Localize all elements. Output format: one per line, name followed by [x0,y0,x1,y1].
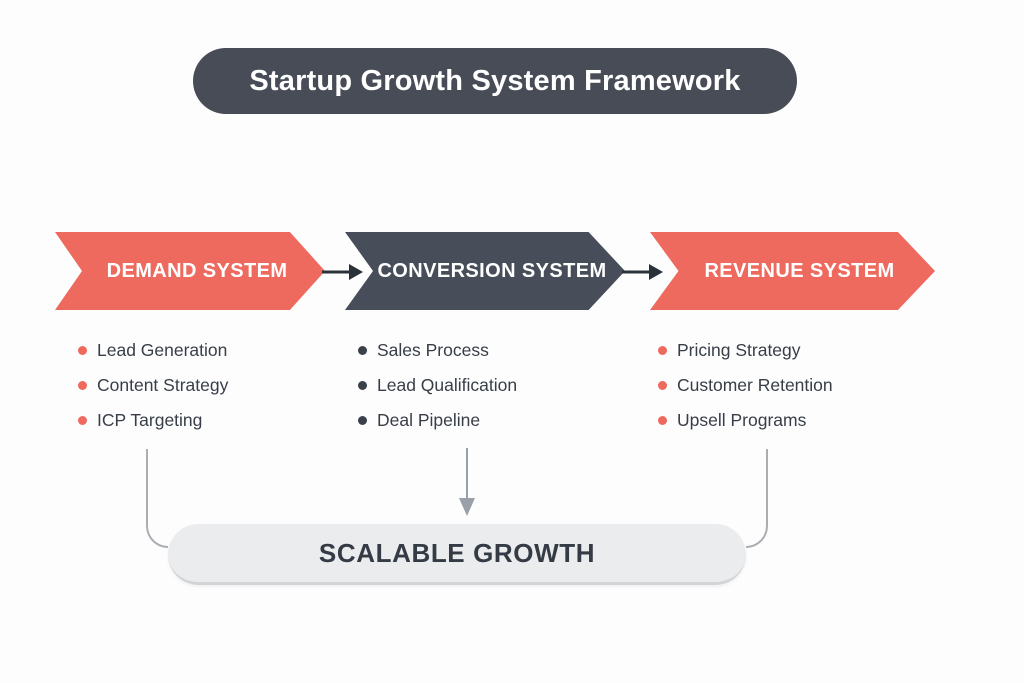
revenue-system-list: Pricing Strategy Customer Retention Upse… [658,338,908,443]
list-item-label: Upsell Programs [677,409,807,430]
bullet-icon [358,345,367,355]
bullet-icon [78,415,87,425]
list-item-label: Pricing Strategy [677,339,801,360]
bullet-icon [78,380,87,390]
scalable-growth-pill: SCALABLE GROWTH [168,524,746,585]
list-item: Pricing Strategy [658,338,908,362]
demand-system-arrow: DEMAND SYSTEM [55,232,325,310]
demand-system-list: Lead Generation Content Strategy ICP Tar… [78,338,328,443]
bullet-icon [358,380,367,390]
list-item-label: Customer Retention [677,374,833,395]
list-item-label: ICP Targeting [97,409,203,430]
list-item-label: Lead Qualification [377,374,518,395]
connector-line-right [746,449,768,548]
bullet-icon [358,415,367,425]
list-item: Upsell Programs [658,408,908,432]
list-item: Sales Process [358,338,608,362]
conversion-system-arrow: CONVERSION SYSTEM [345,232,625,310]
list-item: Deal Pipeline [358,408,608,432]
arrow-right-icon [322,264,363,280]
bullet-icon [658,380,667,390]
diagram-title: Startup Growth System Framework [249,64,741,97]
connector-line-left [146,449,168,548]
arrow-down-icon [459,448,475,516]
revenue-system-arrow: REVENUE SYSTEM [650,232,935,310]
list-item: ICP Targeting [78,408,328,432]
list-item: Lead Qualification [358,373,608,397]
bullet-icon [658,415,667,425]
scalable-growth-label: SCALABLE GROWTH [318,537,596,568]
arrow-right-icon [622,264,663,280]
list-item-label: Sales Process [377,339,489,360]
demand-system-label: DEMAND SYSTEM [106,259,288,282]
list-item: Customer Retention [658,373,908,397]
conversion-system-label: CONVERSION SYSTEM [377,259,607,282]
revenue-system-label: REVENUE SYSTEM [704,259,895,282]
list-item-label: Deal Pipeline [377,409,481,430]
list-item-label: Lead Generation [97,339,228,360]
bullet-icon [658,345,667,355]
list-item: Content Strategy [78,373,328,397]
list-item-label: Content Strategy [97,374,229,395]
title-banner: Startup Growth System Framework [193,48,797,114]
bullet-icon [78,345,87,355]
list-item: Lead Generation [78,338,328,362]
conversion-system-list: Sales Process Lead Qualification Deal Pi… [358,338,608,443]
